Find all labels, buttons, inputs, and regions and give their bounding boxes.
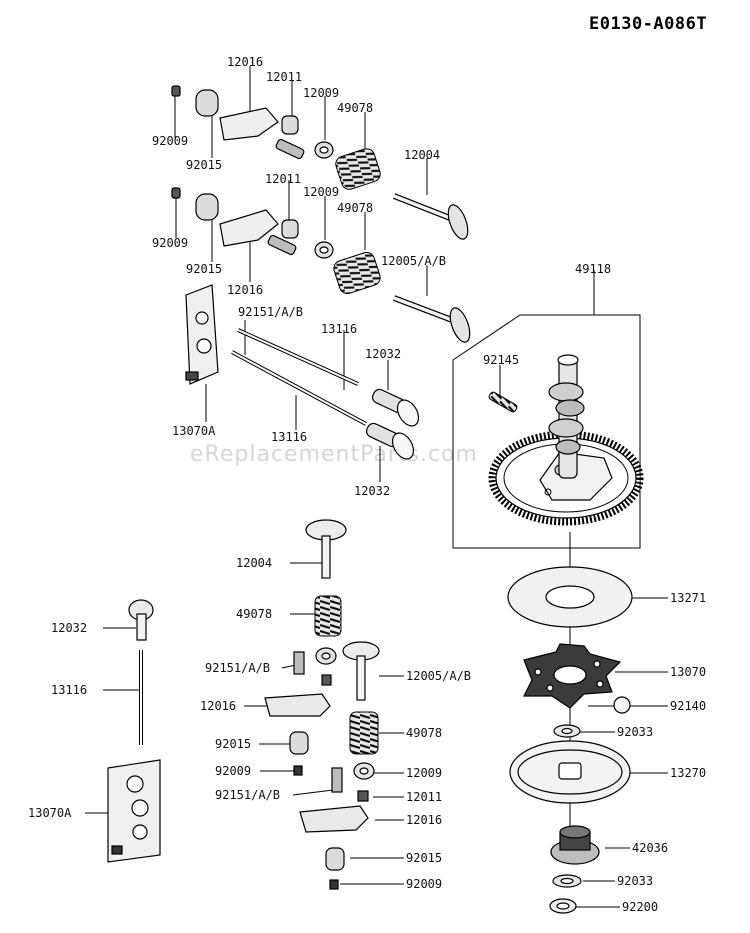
lower-rocker-a: [264, 693, 331, 776]
lower-rocker-b: [299, 805, 369, 890]
label-92151-a-b: 92151/A/B: [238, 305, 304, 319]
label-92200: 92200: [622, 900, 659, 914]
label-12032: 12032: [354, 484, 391, 498]
label-12005-a-b: 12005/A/B: [406, 669, 472, 683]
left-plate-13070A: [107, 759, 161, 863]
lower-spring-49078-b: [349, 711, 379, 755]
label-92009: 92009: [406, 877, 443, 891]
ball-92140: [613, 696, 631, 714]
label-12016: 12016: [406, 813, 443, 827]
lower-adjust-screw-b: [331, 767, 343, 793]
label-13271: 13271: [670, 591, 707, 605]
lower-valve-12004: [305, 519, 347, 579]
lower-spring-49078-a: [314, 595, 342, 637]
lower-retainer-b: [353, 762, 375, 802]
washer-92033-b: [552, 874, 582, 888]
upper-pushrods: [231, 328, 367, 426]
lower-adjust-screw-a: [293, 651, 305, 675]
label-13070A: 13070A: [172, 424, 216, 438]
upper-plate-13070A: [185, 284, 219, 385]
label-13116: 13116: [51, 683, 88, 697]
upper-spring-1: [335, 148, 381, 190]
washer-92200: [549, 898, 577, 914]
label-92145: 92145: [483, 353, 520, 367]
pin-92145: [488, 391, 518, 413]
upper-rocker-2: [171, 187, 299, 256]
label-12009: 12009: [303, 86, 340, 100]
upper-valve-12004: [392, 193, 469, 240]
label-12011: 12011: [265, 172, 302, 186]
label-92033: 92033: [617, 874, 654, 888]
label-92015: 92015: [215, 737, 252, 751]
label-49078: 49078: [236, 607, 273, 621]
label-13270: 13270: [670, 766, 707, 780]
camshaft: [548, 354, 585, 479]
upper-lifter-2: [366, 422, 415, 460]
gear-42036: [550, 825, 600, 865]
left-lifter-12032: [128, 599, 154, 641]
label-92009: 92009: [215, 764, 252, 778]
label-12004: 12004: [236, 556, 273, 570]
upper-valve-12005: [392, 295, 471, 343]
label-92009: 92009: [152, 236, 189, 250]
label-49078: 49078: [406, 726, 443, 740]
label-13116: 13116: [271, 430, 308, 444]
upper-lifter-1: [372, 388, 420, 427]
label-12004: 12004: [404, 148, 441, 162]
label-49078: 49078: [337, 101, 374, 115]
label-12016: 12016: [200, 699, 237, 713]
label-49078: 49078: [337, 201, 374, 215]
label-12032: 12032: [51, 621, 88, 635]
part-13270: [509, 740, 631, 804]
label-42036: 42036: [632, 841, 669, 855]
label-12011: 12011: [266, 70, 303, 84]
label-92151-a-b: 92151/A/B: [205, 661, 271, 675]
label-49118: 49118: [575, 262, 612, 276]
label-12009: 12009: [303, 185, 340, 199]
label-13070: 13070: [670, 665, 707, 679]
label-12011: 12011: [406, 790, 443, 804]
label-92033: 92033: [617, 725, 654, 739]
label-92015: 92015: [406, 851, 443, 865]
label-12032: 12032: [365, 347, 402, 361]
camshaft-assembly-box: [452, 270, 641, 549]
label-12016: 12016: [227, 283, 264, 297]
label-12009: 12009: [406, 766, 443, 780]
label-92140: 92140: [670, 699, 707, 713]
label-92009: 92009: [152, 134, 189, 148]
label-92015: 92015: [186, 158, 223, 172]
part-13070: [523, 643, 622, 709]
washer-92033-a: [553, 724, 581, 738]
diagram-id: E0130-A086T: [589, 14, 708, 34]
lower-valve-12005: [342, 641, 380, 701]
label-13070A: 13070A: [28, 806, 72, 820]
upper-rocker-1: [171, 85, 305, 160]
upper-spring-2: [333, 251, 381, 295]
part-13271: [507, 566, 633, 628]
label-92151-a-b: 92151/A/B: [215, 788, 281, 802]
watermark: eReplacementParts.com: [190, 442, 478, 467]
label-12005-a-b: 12005/A/B: [381, 254, 447, 268]
label-13116: 13116: [321, 322, 358, 336]
upper-retainer-1: [314, 141, 334, 159]
lower-retainer-a: [315, 647, 337, 686]
label-92015: 92015: [186, 262, 223, 276]
upper-retainer-2: [314, 241, 334, 259]
label-12016: 12016: [227, 55, 264, 69]
